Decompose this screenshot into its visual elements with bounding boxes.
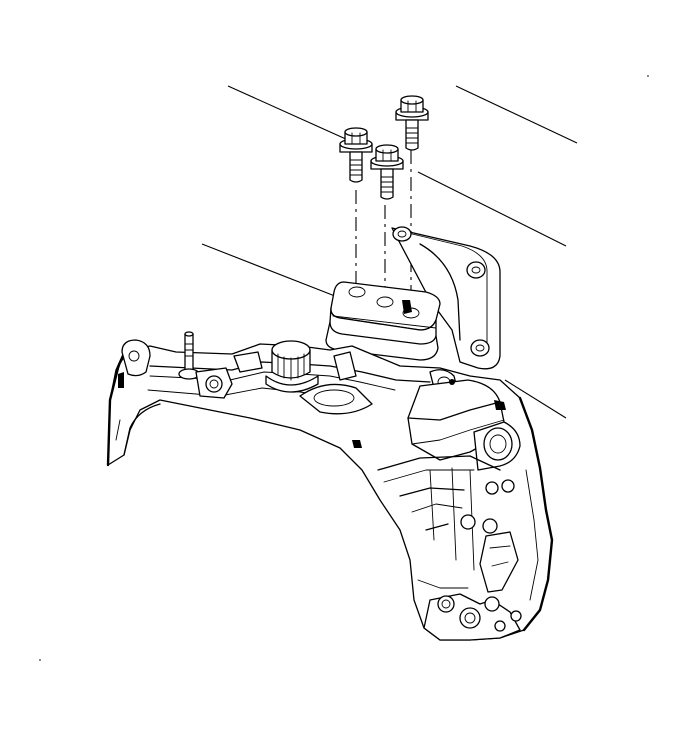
flange-bolt [395, 95, 429, 151]
speck [39, 659, 41, 661]
speck [647, 75, 649, 77]
leader-line-bracket [504, 379, 567, 419]
leader-lines [201, 85, 578, 419]
fill-cap [265, 340, 319, 393]
shadow-accent [449, 379, 455, 385]
flange-bolt [339, 127, 373, 183]
shadow-accent [118, 372, 124, 388]
shadow-accent [402, 300, 412, 314]
flange-bolt [370, 144, 404, 200]
spacer-hole [376, 296, 394, 308]
transmission-case [106, 300, 554, 641]
spacer-block [325, 281, 441, 361]
leader-line-spacer [201, 243, 341, 299]
bolt-center-lines [355, 150, 412, 312]
mounting-stud [178, 331, 200, 380]
side-boss [473, 421, 521, 471]
leader-line-bolt-middle [417, 171, 567, 247]
exhaust-flange [391, 226, 501, 370]
leader-line-bolt-top [455, 85, 578, 144]
leader-line-bolt-left [227, 85, 349, 141]
shadow-accent [494, 400, 506, 410]
spacer-hole [348, 286, 366, 298]
shadow-accent [352, 440, 362, 448]
